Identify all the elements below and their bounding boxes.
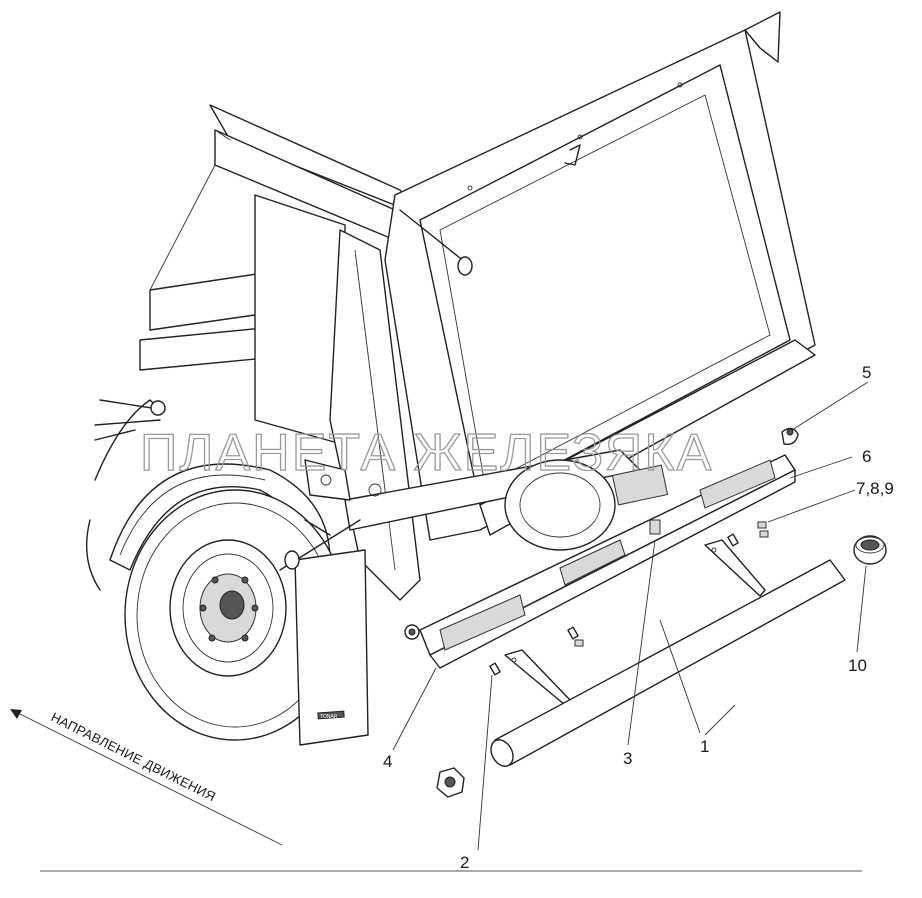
end-cap <box>853 535 887 565</box>
leader-lines <box>392 381 869 851</box>
leader-3 <box>627 539 656 746</box>
leader-1b <box>659 619 701 734</box>
leader-5 <box>791 381 869 431</box>
callout-6: 6 <box>862 447 871 466</box>
leader-10 <box>856 565 867 653</box>
bumper-tube <box>490 559 846 767</box>
callout-3: 3 <box>623 749 632 768</box>
mudflap-brand: TONAR <box>320 714 338 720</box>
callout-labels: 1 2 3 4 5 6 7,8,9 10 <box>383 363 894 872</box>
callout-4: 4 <box>383 752 392 771</box>
leader-4 <box>392 667 437 751</box>
rear-underrun-beam <box>404 427 799 669</box>
leader-6 <box>789 456 853 479</box>
leader-789 <box>767 489 856 523</box>
callout-5: 5 <box>862 363 871 382</box>
callout-10: 10 <box>848 656 867 675</box>
leader-2 <box>477 674 493 851</box>
chassis-frame <box>254 194 669 601</box>
direction-arrow-line <box>15 711 283 846</box>
callout-1: 1 <box>700 737 709 756</box>
fasteners <box>436 521 769 798</box>
callout-7-8-9: 7,8,9 <box>856 479 894 498</box>
direction-arrow-head-icon <box>10 709 22 719</box>
tipper-body <box>139 11 816 541</box>
leader-1 <box>704 704 736 736</box>
callout-2: 2 <box>460 853 469 872</box>
watermark: ПЛАНЕТА ЖЕЛЕЗЯКА <box>140 424 713 482</box>
rear-wheel-assembly: TONAR <box>85 399 369 746</box>
